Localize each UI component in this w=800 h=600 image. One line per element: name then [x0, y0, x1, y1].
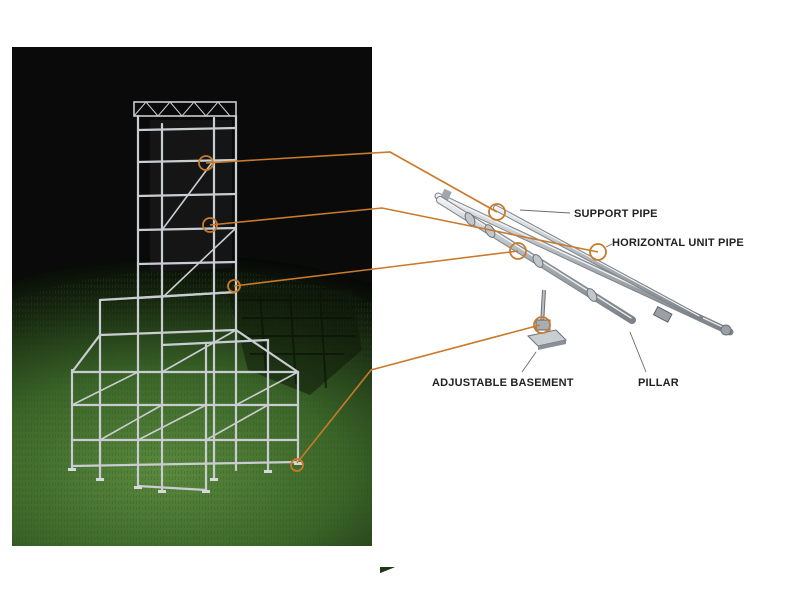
- callout-line-adjustable-basement: [296, 324, 541, 464]
- callout-line-support-pipe: [205, 151, 498, 213]
- ring-tower-pillar: [227, 279, 241, 293]
- top-truss: [133, 101, 237, 117]
- callouts: [198, 151, 607, 472]
- ring-part-horizontal-unit-pipe: [589, 243, 607, 261]
- pillar-rosettes: [464, 212, 598, 302]
- leader-horizontal-unit-pipe: [605, 243, 613, 248]
- pillar-part: [436, 196, 636, 324]
- truss-lattice: [133, 101, 231, 117]
- leader-support-pipe: [519, 209, 571, 214]
- component-parts: [434, 188, 734, 350]
- ring-tower-basement: [290, 458, 304, 472]
- panel-clip-right: [372, 47, 800, 567]
- horizontal-unit-pipe-part: [493, 205, 703, 323]
- label-horizontal-unit-pipe: HORIZONTAL UNIT PIPE: [612, 237, 744, 249]
- label-support-pipe: SUPPORT PIPE: [574, 208, 658, 220]
- ring-part-basement: [533, 316, 551, 334]
- ring-part-support-pipe: [488, 203, 506, 221]
- leaders: [519, 209, 647, 373]
- base-plates: [68, 462, 302, 493]
- panel-clip-top: [0, 0, 380, 47]
- ring-tower-support: [198, 155, 214, 171]
- panel-clip-left: [0, 0, 12, 600]
- callout-line-horizontal-unit-pipe: [209, 207, 599, 253]
- scaffold-tower: [68, 101, 302, 493]
- leader-pillar: [629, 331, 647, 373]
- callout-line-pillar: [233, 250, 519, 287]
- adjustable-basement-part: [526, 289, 568, 350]
- ring-tower-horizontal: [202, 217, 218, 233]
- grass-texture: [0, 270, 490, 590]
- label-adjustable-basement: ADJUSTABLE BASEMENT: [432, 377, 574, 389]
- label-pillar: PILLAR: [638, 377, 679, 389]
- leader-adjustable-basement: [521, 351, 537, 373]
- ring-part-pillar: [509, 242, 527, 260]
- panel-clip-bottom: [0, 546, 380, 600]
